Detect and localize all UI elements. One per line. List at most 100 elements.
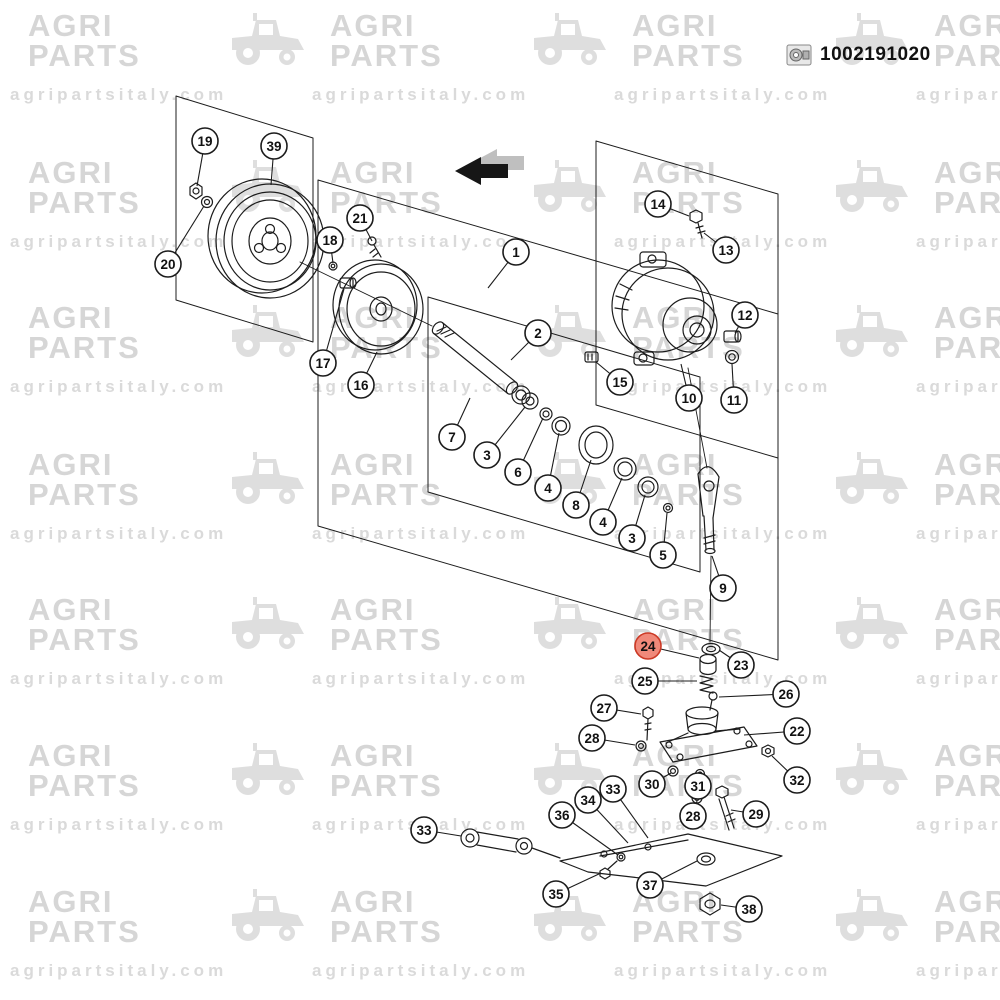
- callout-number: 2: [534, 326, 542, 341]
- watermark-url-text: agripartsitaly.com: [614, 669, 831, 688]
- callout-number: 36: [554, 808, 570, 823]
- tractor-icon: [836, 160, 908, 212]
- part-number: 1002191020: [820, 44, 931, 65]
- callout-number: 38: [741, 902, 757, 917]
- callout-number: 17: [315, 356, 330, 371]
- callout-number: 21: [352, 211, 368, 226]
- callout-10: 10: [675, 363, 703, 412]
- callout-17: 17: [309, 288, 345, 377]
- callout-number: 19: [197, 134, 212, 149]
- callout-number: 34: [580, 793, 596, 808]
- callout-number: 37: [642, 878, 657, 893]
- tractor-icon: [836, 452, 908, 504]
- watermark-url-text: agripartsitaly.com: [916, 815, 1000, 834]
- panel-outlines: [175, 95, 779, 661]
- watermark-url-text: agripartsitaly.com: [916, 524, 1000, 543]
- callout-number: 6: [514, 465, 522, 480]
- watermark-url-text: agripartsitaly.com: [10, 815, 227, 834]
- callout-30: 30: [638, 770, 672, 798]
- clamp-drawing: [460, 828, 561, 859]
- callout-number: 1: [512, 245, 520, 260]
- callout-14: 14: [644, 190, 690, 218]
- watermark-url-text: agripartsitaly.com: [312, 961, 529, 980]
- callout-number: 28: [584, 731, 600, 746]
- callout-number: 12: [737, 308, 752, 323]
- watermark-brand-text: AGRI: [28, 8, 114, 43]
- callout-4: 4: [534, 432, 562, 502]
- watermark-url-text: agripartsitaly.com: [312, 232, 529, 251]
- callout-number: 4: [544, 481, 552, 496]
- watermark-brand-text: AGRI: [28, 738, 114, 773]
- callout-39: 39: [260, 132, 288, 186]
- callout-number: 3: [628, 531, 636, 546]
- tractor-icon: [232, 889, 304, 941]
- callout-number: 20: [160, 257, 175, 272]
- callout-number: 35: [548, 887, 564, 902]
- watermark-brand-text: PARTS: [632, 330, 745, 365]
- watermark-brand-text: PARTS: [934, 185, 1000, 220]
- tractor-icon: [534, 160, 606, 212]
- pump-fasteners-drawing: [584, 209, 742, 365]
- watermark-brand-text: AGRI: [934, 8, 1000, 43]
- callout-number: 5: [659, 548, 667, 563]
- callout-number: 28: [685, 809, 701, 824]
- watermark-url-text: agripartsitaly.com: [10, 961, 227, 980]
- callout-number: 33: [605, 782, 621, 797]
- callout-16: 16: [347, 351, 378, 399]
- callout-8: 8: [562, 459, 592, 519]
- watermark-url-text: agripartsitaly.com: [10, 524, 227, 543]
- watermark-url-text: agripartsitaly.com: [614, 524, 831, 543]
- callout-number: 23: [733, 658, 749, 673]
- callout-number: 25: [637, 674, 653, 689]
- callout-18: 18: [316, 226, 344, 264]
- watermark-brand-text: AGRI: [632, 447, 718, 482]
- callout-number: 16: [353, 378, 369, 393]
- nut-washer-drawing: [189, 182, 214, 209]
- callout-24: 24: [634, 632, 700, 660]
- callout-21: 21: [346, 204, 374, 242]
- callout-31: 31: [684, 772, 712, 800]
- callout-11: 11: [720, 363, 748, 414]
- callout-number: 32: [789, 773, 804, 788]
- watermark-brand-text: AGRI: [28, 592, 114, 627]
- watermark-brand-text: PARTS: [632, 38, 745, 73]
- direction-arrow-icon: [455, 149, 524, 185]
- watermark-layer: AGRIPARTSagripartsitaly.comAGRIPARTSagri…: [10, 8, 1000, 980]
- watermark-url-text: agripartsitaly.com: [10, 232, 227, 251]
- callout-number: 18: [322, 233, 338, 248]
- watermark-url-text: agripartsitaly.com: [614, 85, 831, 104]
- small-fasteners-top-drawing: [328, 236, 382, 289]
- tractor-icon: [836, 889, 908, 941]
- callout-12: 12: [731, 301, 759, 334]
- watermark-url-text: agripartsitaly.com: [312, 85, 529, 104]
- watermark-url-text: agripartsitaly.com: [916, 961, 1000, 980]
- callout-1: 1: [487, 238, 530, 289]
- callout-number: 29: [748, 807, 763, 822]
- callout-2: 2: [510, 319, 552, 361]
- callout-34: 34: [574, 786, 629, 844]
- watermark-url-text: agripartsitaly.com: [916, 669, 1000, 688]
- watermark-brand-text: AGRI: [330, 447, 416, 482]
- watermark-brand-text: AGRI: [28, 155, 114, 190]
- callout-number: 14: [650, 197, 666, 212]
- callout-9: 9: [709, 555, 737, 602]
- watermark-brand-text: AGRI: [934, 738, 1000, 773]
- tractor-icon: [836, 597, 908, 649]
- support-bracket-drawing: [659, 706, 775, 763]
- watermark-brand-text: PARTS: [28, 330, 141, 365]
- callout-number: 27: [596, 701, 611, 716]
- tractor-icon: [232, 305, 304, 357]
- watermark-url-text: agripartsitaly.com: [614, 377, 831, 396]
- callout-number: 10: [681, 391, 696, 406]
- watermark-brand-text: PARTS: [28, 914, 141, 949]
- callout-33: 33: [410, 816, 462, 844]
- callout-37: 37: [636, 860, 698, 899]
- callout-22: 22: [743, 717, 811, 745]
- callout-number: 39: [266, 139, 281, 154]
- callout-number: 33: [416, 823, 432, 838]
- callout-33: 33: [599, 775, 649, 839]
- watermark-brand-text: PARTS: [632, 477, 745, 512]
- watermark-brand-text: PARTS: [934, 768, 1000, 803]
